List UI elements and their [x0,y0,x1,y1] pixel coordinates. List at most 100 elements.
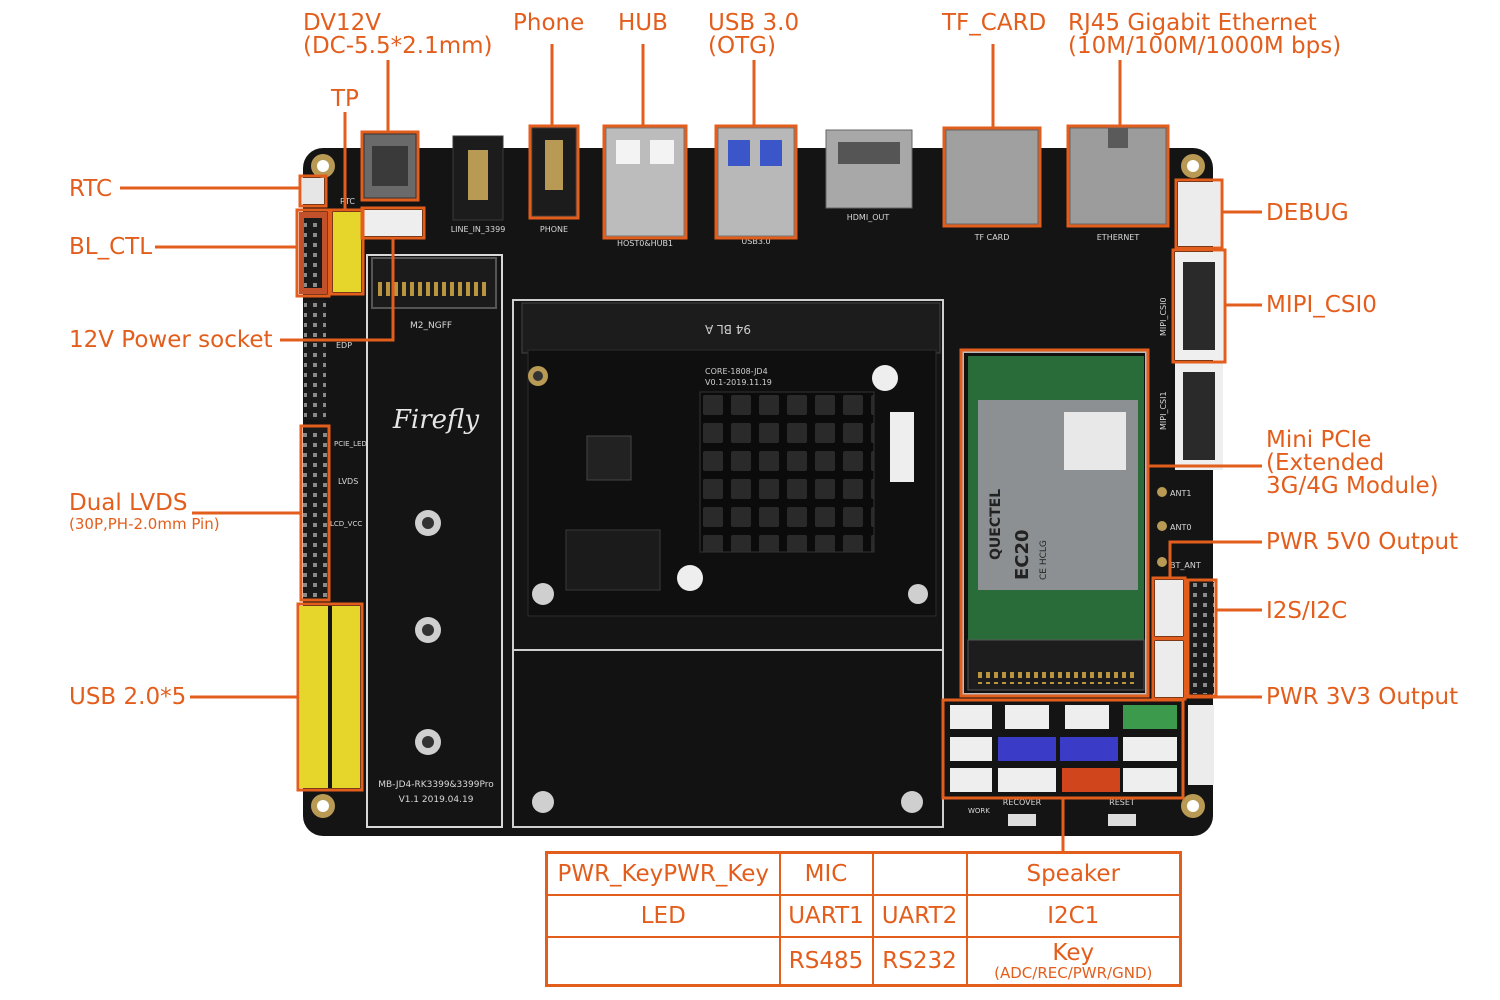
hl-dc-jack [360,130,420,202]
label-power-socket: 12V Power socket [69,327,273,353]
hl-mini-pcie [959,348,1150,698]
table-cell: LED [545,893,781,938]
hl-debug [1174,178,1224,250]
edp-header [304,300,326,420]
table-row: LED UART1 UART2 I2C1 [545,893,1182,938]
leader-5v0 [1168,540,1262,578]
silkscreen-text: EC20 [1012,529,1033,580]
silkscreen-text: ANT0 [1170,523,1191,532]
power-socket-connector [364,210,422,236]
rs485-connector [998,768,1056,792]
usb20-connector [300,726,328,788]
table-cell: MIC [778,851,874,896]
hl-usb3 [714,124,798,240]
table-row: PWR_KeyPWR_Key MIC Speaker [545,851,1182,896]
key-connector [1123,768,1177,792]
tp-connector [333,212,361,292]
label-i2s-i2c: I2S/I2C [1266,598,1348,624]
usb20-connector [332,726,360,788]
label-hub: HUB [618,10,668,36]
silkscreen-text: RTC [340,197,355,206]
silkscreen-text: RESET [1109,798,1135,807]
table-cell: I2C1 [965,893,1182,938]
table-cell [545,935,781,987]
silkscreen-text: PCIE_LED [334,440,367,448]
silkscreen-text: M2_NGFF [410,321,452,331]
silkscreen-text: LINE_IN_3399 [451,225,506,234]
label-rj45: RJ45 Gigabit Ethernet(10M/100M/1000M bps… [1068,10,1342,59]
silkscreen-text: V0.1-2019.11.19 [705,378,772,387]
table-row: RS485 RS232 Key(ADC/REC/PWR/GND) [545,935,1182,987]
label-mipi-csi0: MIPI_CSI0 [1266,292,1377,318]
hl-tp [329,208,365,296]
silkscreen-text: CE HCLG [1039,540,1049,580]
pwr-5v0-connector [1155,580,1183,636]
label-bl-ctl: BL_CTL [69,234,153,260]
hl-bl-ctl [295,208,331,298]
hl-rtc [298,174,328,208]
label-usb30: USB 3.0(OTG) [708,10,800,59]
silkscreen-text: EDP [336,341,352,350]
m2-slot-area [366,254,503,828]
speaker-connector [1123,705,1177,729]
reset-button [1108,814,1136,826]
label-rtc: RTC [69,176,113,202]
table-cell: UART1 [778,893,874,938]
silkscreen-text: LVDS [338,477,358,486]
leader-power-socket [280,238,395,342]
connector-table: PWR_KeyPWR_Key MIC Speaker LED UART1 UAR… [545,851,1182,987]
lower-core-area [512,649,944,828]
silkscreen-text: HOST0&HUB1 [617,239,673,248]
label-usb20: USB 2.0*5 [69,684,187,710]
rs232-connector [1062,768,1120,792]
mic-connector [1005,705,1049,729]
i2c1-connector [1123,737,1177,761]
hl-rj45 [1066,124,1170,228]
label-mini-pcie: Mini PCIe (Extended 3G/4G Module) [1266,427,1439,499]
silkscreen-text: MB-JD4-RK3399&3399Pro [378,780,494,790]
hl-hub [602,124,688,240]
debug-connector [1178,182,1220,246]
rtc-connector [302,178,324,204]
side-connector [1188,705,1214,785]
silkscreen-text: CORE-1808-JD4 [705,367,768,376]
label-tf-card: TF_CARD [942,10,1047,36]
silkscreen-text: QUECTEL [988,489,1004,560]
label-pwr-3v3: PWR 3V3 Output [1266,684,1459,710]
heatsink [699,391,875,553]
led-connector [950,737,992,761]
pwr-3v3-connector [1155,641,1183,697]
label-dv12v: DV12V(DC-5.5*2.1mm) [303,10,493,59]
table-cell: Key(ADC/REC/PWR/GND) [965,935,1182,987]
silk-brand: Firefly [392,405,480,435]
silkscreen-text: PHONE [540,225,568,234]
label-phone: Phone [513,10,585,36]
extra-connector [950,768,992,792]
table-cell: PWR_KeyPWR_Key [545,851,781,896]
label-debug: DEBUG [1266,200,1349,226]
silkscreen-text: HDMI_OUT [847,213,890,222]
core-connector [890,412,914,482]
table-cell: RS232 [871,935,968,987]
tf-card-slot [945,129,1039,225]
silkscreen-text: WORK [968,807,990,815]
core-screw [908,584,928,604]
recover-button [1008,814,1036,826]
hdmi-port [825,129,913,209]
table-cell: UART2 [871,893,968,938]
i2s-i2c-header [1190,582,1214,694]
speaker-connector [1065,705,1109,729]
silkscreen-text: USB3.0 [741,237,770,246]
label-dual-lvds: Dual LVDS(30P,PH-2.0mm Pin) [69,490,220,534]
silkscreen-text: MIPI_CSI0 [1159,297,1168,336]
uart1-connector [998,737,1056,761]
silkscreen-text: ANT1 [1170,489,1191,498]
silkscreen-text: MIPI_CSI1 [1159,391,1168,430]
label-tp: TP [331,86,359,112]
silkscreen-text: LCD_VCC [330,520,362,528]
usb20-connector [300,606,328,668]
usb20-connector [332,668,360,726]
pwr-key-connector [950,705,992,729]
table-cell: Speaker [965,851,1182,896]
